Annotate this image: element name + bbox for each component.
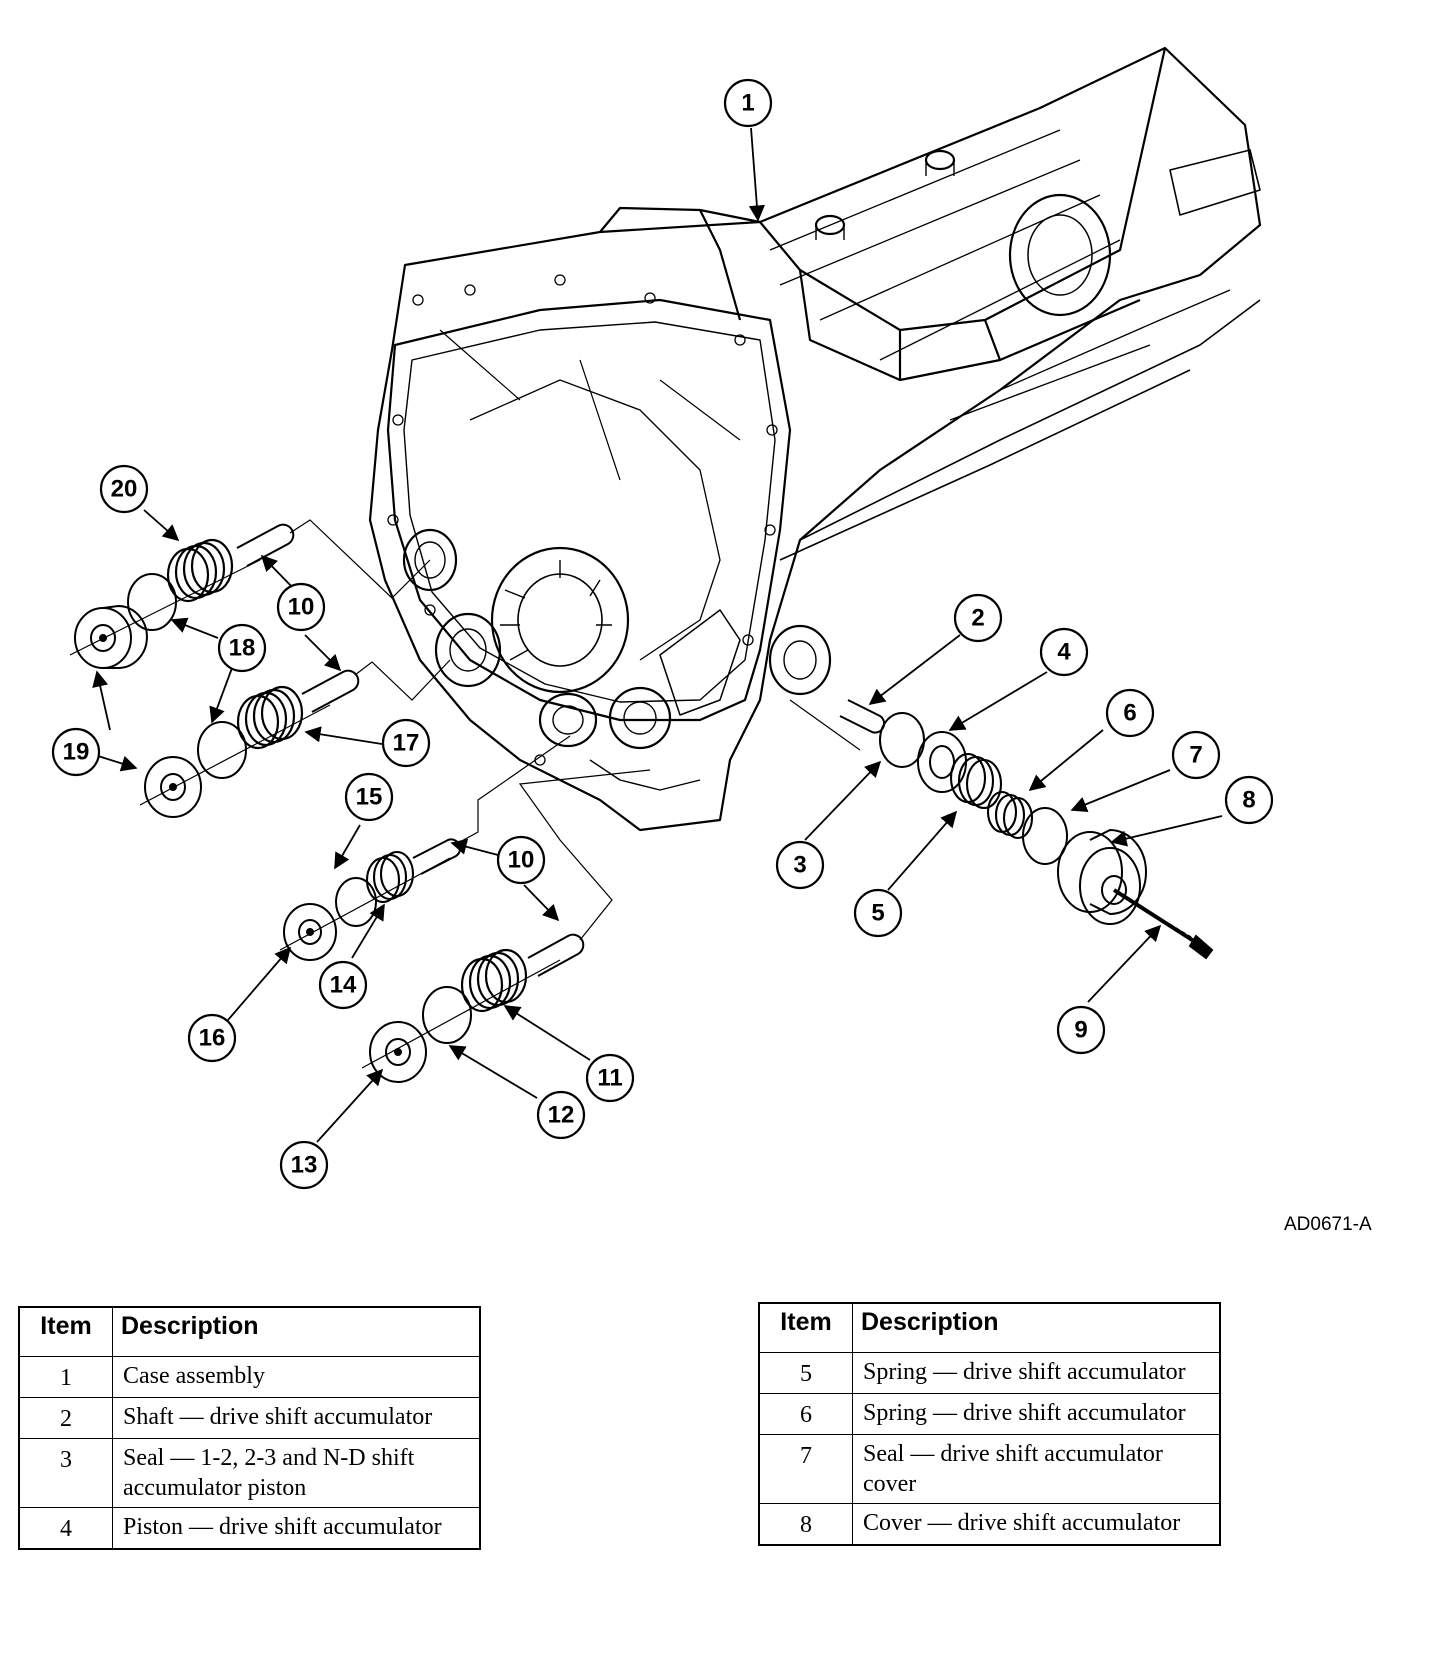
callout-4: 4 xyxy=(1039,627,1089,677)
column-header-item: Item xyxy=(758,1302,853,1353)
callout-8-label: 8 xyxy=(1242,787,1255,814)
callout-16-label: 16 xyxy=(199,1025,226,1052)
callout-13: 13 xyxy=(279,1140,329,1190)
callout-8: 8 xyxy=(1224,775,1274,825)
callout-12-label: 12 xyxy=(548,1102,575,1129)
callout-19-label: 19 xyxy=(63,739,90,766)
callout-17: 17 xyxy=(381,718,431,768)
callout-1-label: 1 xyxy=(741,90,754,117)
transmission-case xyxy=(368,46,1262,832)
table-header-row: Item Description xyxy=(758,1302,1221,1353)
callout-15: 15 xyxy=(344,772,394,822)
callout-9-label: 9 xyxy=(1074,1017,1087,1044)
callout-20-label: 20 xyxy=(111,476,138,503)
callout-5: 5 xyxy=(853,888,903,938)
accumulator-set-upper-left xyxy=(69,519,431,669)
item-number: 8 xyxy=(758,1503,853,1546)
callout-6: 6 xyxy=(1105,688,1155,738)
callout-12: 12 xyxy=(536,1090,586,1140)
column-header-item: Item xyxy=(18,1306,113,1357)
callout-20: 20 xyxy=(99,464,149,514)
callout-2: 2 xyxy=(953,593,1003,643)
callouts: 1 2 3 4 5 6 7 8 9 10 10 10 11 12 13 14 1… xyxy=(51,78,1274,1190)
callout-9: 9 xyxy=(1056,1005,1106,1055)
accumulator-set-lower xyxy=(361,769,651,1083)
figure-id-label: AD0671-A xyxy=(1284,1214,1372,1235)
exploded-view-diagram: 1 2 3 4 5 6 7 8 9 10 10 10 11 12 13 14 1… xyxy=(51,46,1274,1190)
item-number: 6 xyxy=(758,1393,853,1435)
callout-7: 7 xyxy=(1171,730,1221,780)
item-description: Case assembly xyxy=(112,1356,481,1398)
item-description: Cover — drive shift accumulator xyxy=(852,1503,1221,1546)
item-description: Piston — drive shift accumulator xyxy=(112,1507,481,1550)
callout-11-label: 11 xyxy=(597,1065,622,1092)
callout-17-label: 17 xyxy=(393,730,420,757)
callout-1: 1 xyxy=(723,78,773,128)
item-number: 5 xyxy=(758,1352,853,1394)
callout-10-upper: 10 xyxy=(276,582,326,632)
drive-shift-accumulator-set xyxy=(789,699,1214,960)
callout-7-label: 7 xyxy=(1189,742,1202,769)
item-description: Shaft — drive shift accumulator xyxy=(112,1397,481,1439)
callout-19: 19 xyxy=(51,727,101,777)
exploded-parts xyxy=(69,519,1214,1083)
callout-10-middle-label: 10 xyxy=(508,847,535,874)
callout-18-label: 18 xyxy=(229,635,256,662)
callout-3: 3 xyxy=(775,840,825,890)
callout-10-middle: 10 xyxy=(496,835,546,885)
column-header-description: Description xyxy=(112,1306,481,1357)
callout-11: 11 xyxy=(585,1053,635,1103)
leader-arrows xyxy=(92,127,1223,1143)
callout-5-label: 5 xyxy=(871,900,884,927)
callout-13-label: 13 xyxy=(291,1152,318,1179)
callout-10-upper-label: 10 xyxy=(288,594,315,621)
accumulator-set-middle-left xyxy=(139,659,451,818)
item-number: 2 xyxy=(18,1397,113,1439)
callout-15-label: 15 xyxy=(356,784,383,811)
callout-6-label: 6 xyxy=(1123,700,1136,727)
accumulator-set-lower-middle xyxy=(279,735,571,961)
callout-16: 16 xyxy=(187,1013,237,1063)
item-description: Spring — drive shift accumulator xyxy=(852,1393,1221,1435)
callout-3-label: 3 xyxy=(793,852,806,879)
callout-18: 18 xyxy=(217,623,267,673)
callout-14: 14 xyxy=(318,960,368,1010)
callout-14-label: 14 xyxy=(330,972,357,999)
item-number: 7 xyxy=(758,1434,853,1504)
item-number: 4 xyxy=(18,1507,113,1550)
item-number: 3 xyxy=(18,1438,113,1508)
table-header-row: Item Description xyxy=(18,1306,481,1357)
item-number: 1 xyxy=(18,1356,113,1398)
item-description: Spring — drive shift accumulator xyxy=(852,1352,1221,1394)
callout-2-label: 2 xyxy=(971,605,984,632)
callout-4-label: 4 xyxy=(1057,639,1071,666)
item-description: Seal — drive shift accumulator cover xyxy=(852,1434,1221,1504)
item-description: Seal — 1-2, 2-3 and N-D shift accumulato… xyxy=(112,1438,481,1508)
column-header-description: Description xyxy=(852,1302,1221,1353)
